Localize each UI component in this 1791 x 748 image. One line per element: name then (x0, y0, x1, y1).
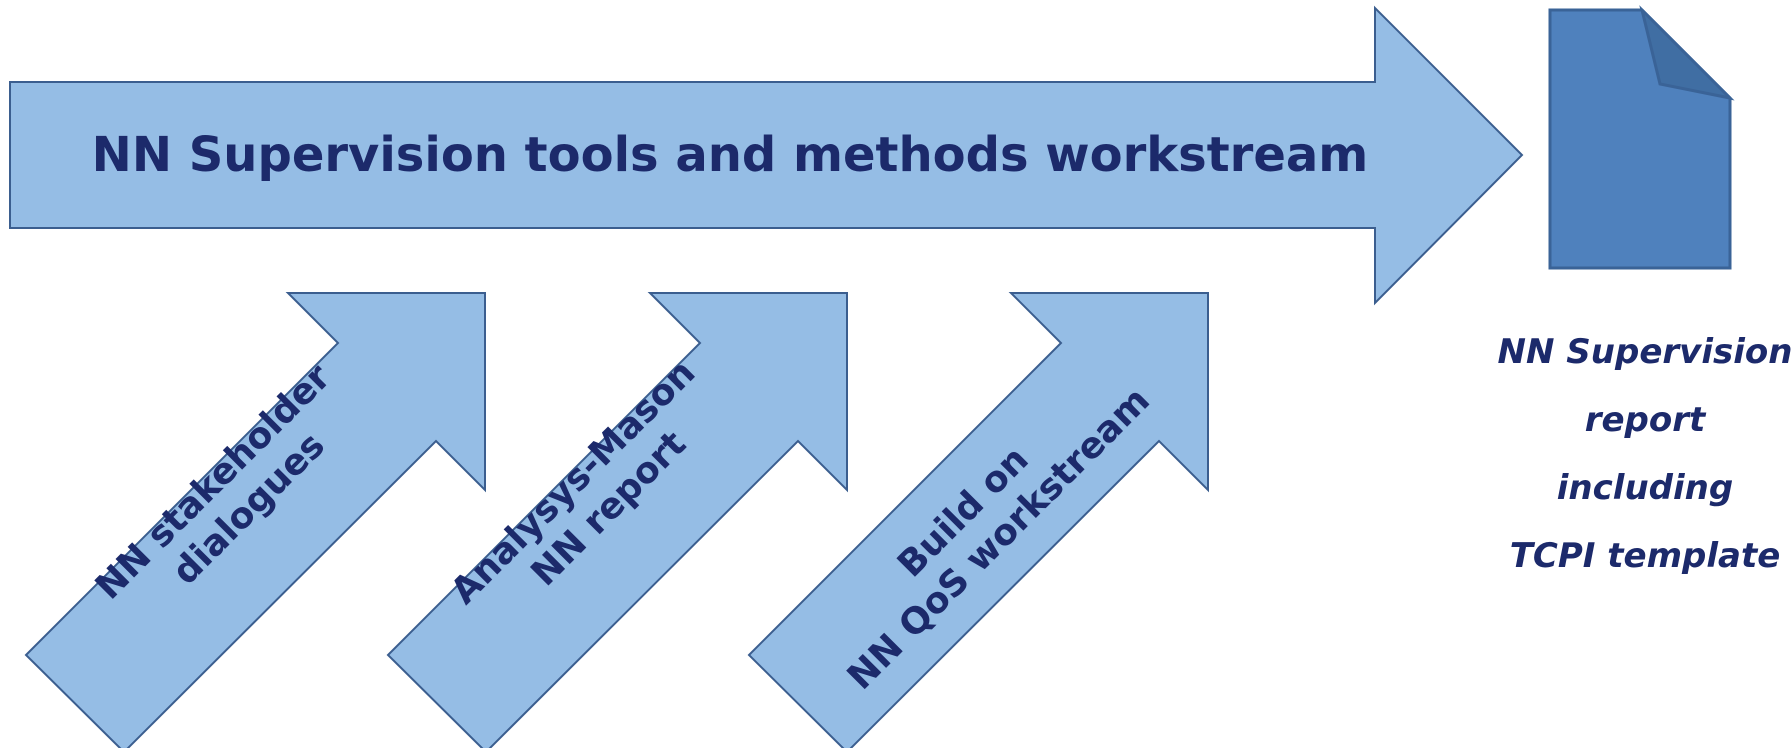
output-report-line-3: including (1556, 468, 1734, 508)
main-arrow-shape (9, 5, 1524, 306)
output-report-line-1: NN Supervision (1497, 332, 1791, 372)
document-fold (1639, 5, 1735, 101)
output-report-line-4: TCPI template (1509, 536, 1781, 576)
output-report-line-2: report (1584, 400, 1706, 440)
input-arrow-shape (24, 292, 486, 748)
document-icon (1548, 5, 1735, 270)
input-arrow-shape (386, 292, 848, 748)
document-body (1548, 8, 1732, 270)
input-arrow-shape (747, 292, 1209, 748)
output-report-label: NN Supervision report including TCPI tem… (1475, 318, 1791, 590)
main-arrow-label: NN Supervision tools and methods workstr… (92, 127, 1369, 183)
main-workstream-arrow: NN Supervision tools and methods workstr… (9, 5, 1524, 306)
